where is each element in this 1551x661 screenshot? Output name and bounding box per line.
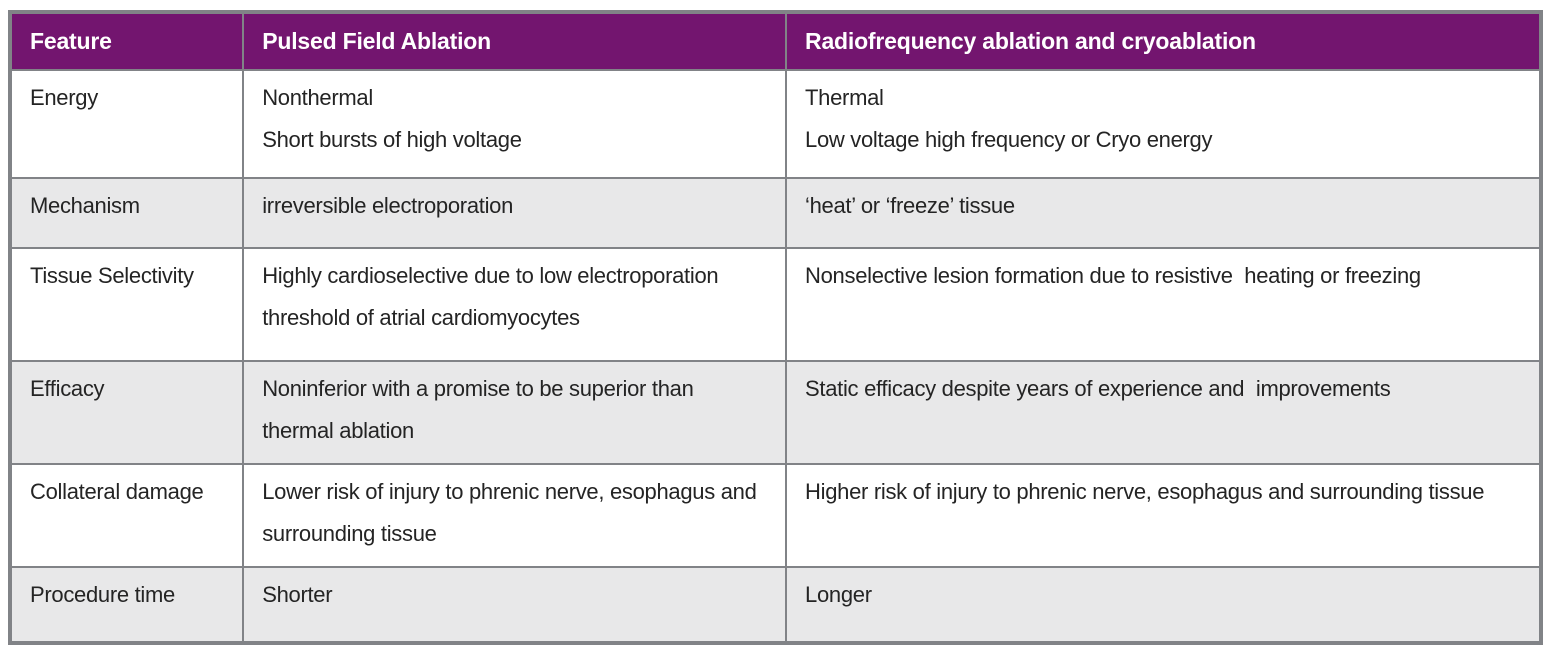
cell-collateral-damage-rf: Higher risk of injury to phrenic nerve, … <box>785 463 1542 568</box>
cell-text: Collateral damage <box>30 479 204 504</box>
cell-energy-pfa: Nonthermal Short bursts of high voltage <box>242 69 788 179</box>
cell-text: Tissue Selectivity <box>30 263 194 288</box>
cell-text: Thermal <box>805 85 884 110</box>
table-row-collateral-damage: Collateral damage Lower risk of injury t… <box>8 463 1542 568</box>
cell-text: Nonselective lesion formation due to res… <box>805 263 1421 288</box>
cell-tissue-selectivity-feature: Tissue Selectivity <box>8 247 245 362</box>
cell-collateral-damage-pfa: Lower risk of injury to phrenic nerve, e… <box>242 463 788 568</box>
cell-text: Higher risk of injury to phrenic nerve, … <box>805 479 1485 504</box>
cell-text: Efficacy <box>30 376 105 401</box>
cell-efficacy-rf: Static efficacy despite years of experie… <box>785 360 1542 465</box>
cell-procedure-time-rf: Longer <box>785 566 1542 644</box>
cell-collateral-damage-feature: Collateral damage <box>8 463 245 568</box>
cell-text: Nonthermal <box>262 85 373 110</box>
cell-text: Short bursts of high voltage <box>262 127 522 152</box>
cell-text: Lower risk of injury to phrenic nerve, e… <box>262 479 763 546</box>
cell-text: Low voltage high frequency or Cryo energ… <box>805 127 1213 152</box>
header-row: Feature Pulsed Field Ablation Radiofrequ… <box>8 11 1542 71</box>
cell-text: Longer <box>805 582 872 607</box>
cell-energy-feature: Energy <box>8 69 245 179</box>
cell-tissue-selectivity-rf: Nonselective lesion formation due to res… <box>785 247 1542 362</box>
cell-efficacy-pfa: Noninferior with a promise to be superio… <box>242 360 788 465</box>
cell-efficacy-feature: Efficacy <box>8 360 245 465</box>
cell-text: Procedure time <box>30 582 175 607</box>
cell-mechanism-pfa: irreversible electroporation <box>242 177 788 249</box>
table-row-mechanism: Mechanism irreversible electroporation ‘… <box>8 177 1542 249</box>
table-row-tissue-selectivity: Tissue Selectivity Highly cardioselectiv… <box>8 247 1542 362</box>
cell-text: ‘heat’ or ‘freeze’ tissue <box>805 193 1015 218</box>
table-row-energy: Energy Nonthermal Short bursts of high v… <box>8 69 1542 179</box>
cell-procedure-time-feature: Procedure time <box>8 566 245 644</box>
cell-mechanism-feature: Mechanism <box>8 177 245 249</box>
ablation-comparison-table: Feature Pulsed Field Ablation Radiofrequ… <box>8 10 1543 645</box>
cell-text: Shorter <box>262 582 333 607</box>
cell-text: Static efficacy despite years of experie… <box>805 376 1391 401</box>
cell-energy-rf: Thermal Low voltage high frequency or Cr… <box>785 69 1542 179</box>
column-header-rf-and-cryoablation: Radiofrequency ablation and cryoablation <box>785 11 1542 71</box>
cell-text: Mechanism <box>30 193 140 218</box>
table-row-efficacy: Efficacy Noninferior with a promise to b… <box>8 360 1542 465</box>
table-row-procedure-time: Procedure time Shorter Longer <box>8 566 1542 644</box>
cell-text: Noninferior with a promise to be superio… <box>262 376 700 443</box>
column-header-feature: Feature <box>8 11 245 71</box>
cell-text: Energy <box>30 85 98 110</box>
column-header-pulsed-field-ablation: Pulsed Field Ablation <box>242 11 788 71</box>
cell-tissue-selectivity-pfa: Highly cardioselective due to low electr… <box>242 247 788 362</box>
cell-mechanism-rf: ‘heat’ or ‘freeze’ tissue <box>785 177 1542 249</box>
cell-text: Highly cardioselective due to low electr… <box>262 263 725 330</box>
cell-procedure-time-pfa: Shorter <box>242 566 788 644</box>
cell-text: irreversible electroporation <box>262 193 514 218</box>
